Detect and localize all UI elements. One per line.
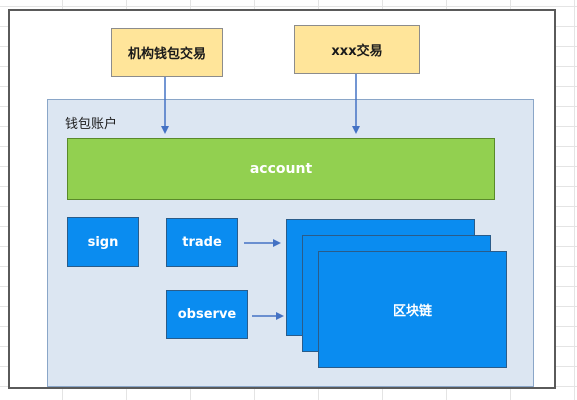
xxx-trade-label: xxx交易: [331, 44, 383, 59]
blockchain-front-box: 区块链: [318, 251, 507, 368]
sign-box: sign: [67, 217, 139, 267]
xxx-trade-box: xxx交易: [294, 25, 420, 74]
observe-box: observe: [166, 290, 248, 339]
observe-label: observe: [177, 307, 237, 322]
trade-label: trade: [182, 235, 222, 250]
wallet-account-label: 钱包账户: [65, 117, 118, 132]
trade-box: trade: [166, 218, 238, 267]
sign-label: sign: [87, 234, 119, 250]
blockchain-label: 区块链: [392, 304, 432, 319]
account-box: account: [67, 138, 495, 200]
institution-wallet-trade-label: 机构钱包交易: [127, 47, 206, 62]
account-label: account: [249, 161, 313, 177]
institution-wallet-trade-box: 机构钱包交易: [111, 28, 223, 77]
